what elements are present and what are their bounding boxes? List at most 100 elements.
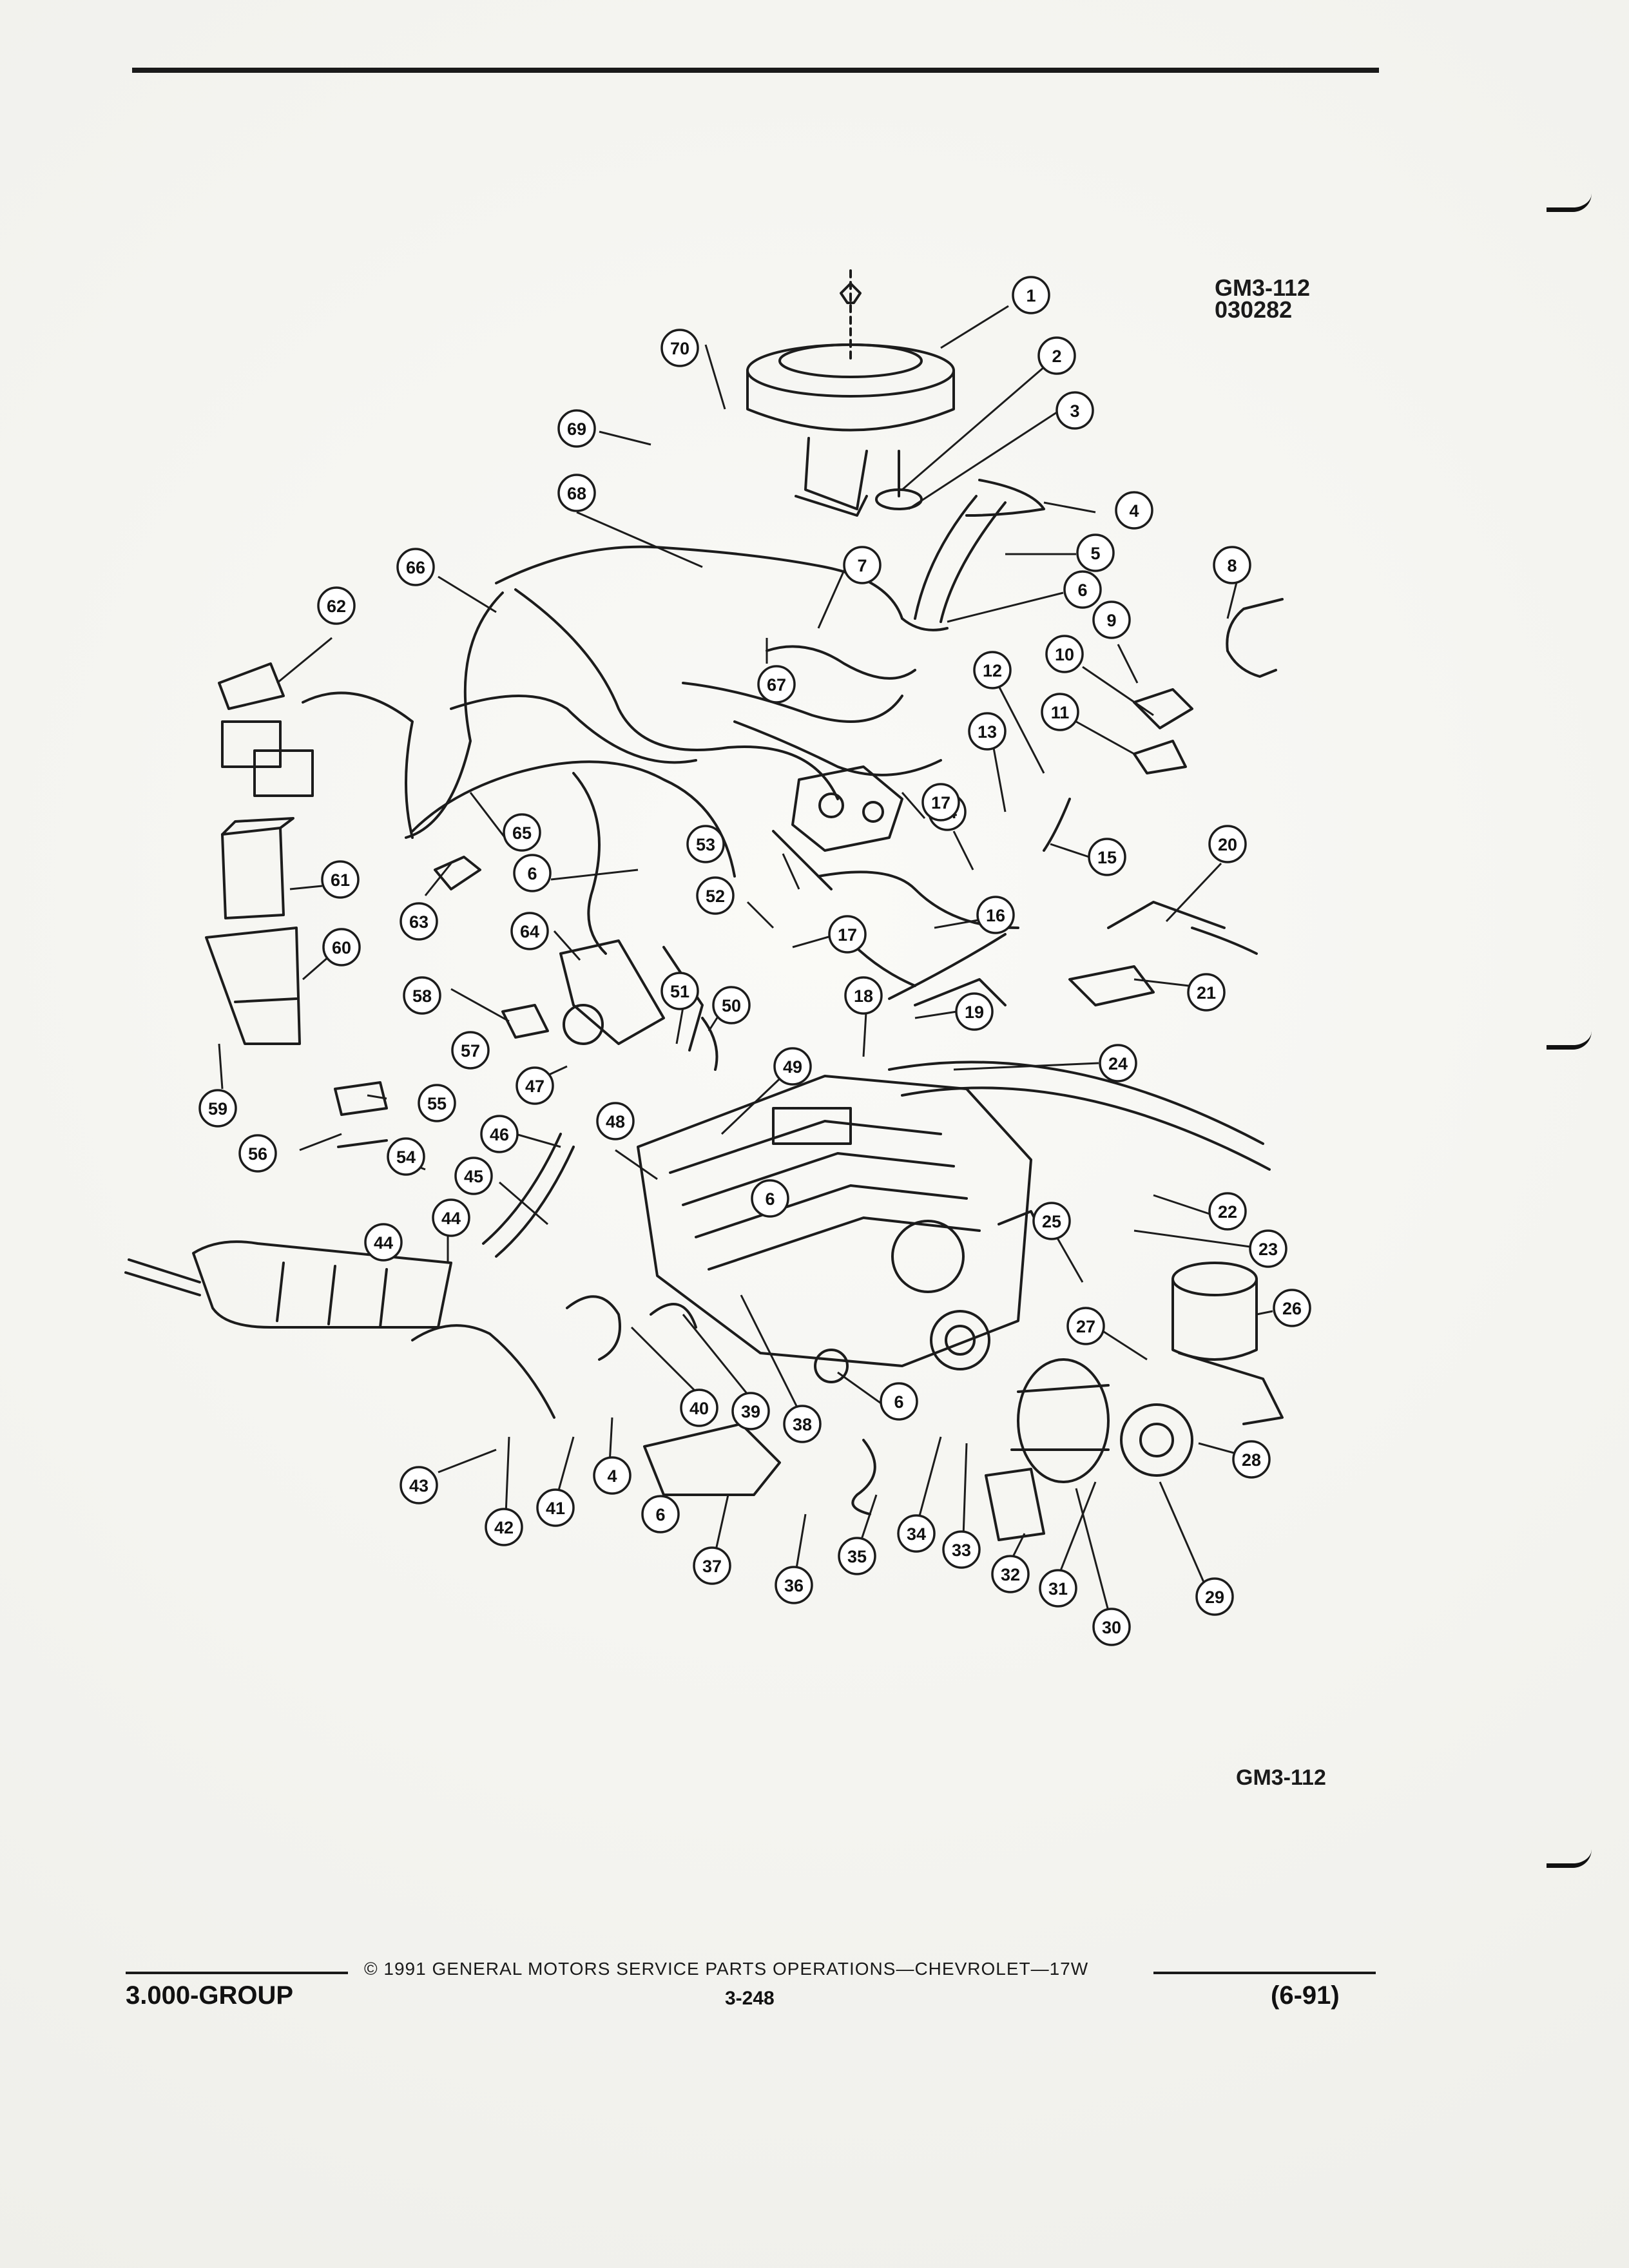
svg-text:45: 45 — [464, 1167, 483, 1186]
svg-text:50: 50 — [722, 996, 741, 1015]
svg-text:48: 48 — [606, 1112, 625, 1131]
svg-text:25: 25 — [1042, 1212, 1061, 1231]
svg-text:17: 17 — [931, 793, 950, 812]
svg-text:52: 52 — [706, 887, 725, 906]
callout-3: 3 — [1055, 391, 1094, 430]
footer-copyright: © 1991 GENERAL MOTORS SERVICE PARTS OPER… — [364, 1959, 1089, 1979]
callout-12: 12 — [973, 651, 1012, 689]
svg-text:4: 4 — [607, 1466, 617, 1486]
footer-group: 3.000-GROUP — [126, 1981, 294, 2010]
svg-text:22: 22 — [1218, 1202, 1237, 1222]
callout-62: 62 — [317, 586, 356, 625]
svg-text:57: 57 — [461, 1041, 480, 1061]
svg-text:64: 64 — [520, 922, 539, 941]
callout-26: 26 — [1273, 1289, 1311, 1327]
callout-19: 19 — [955, 992, 994, 1031]
callout-52: 52 — [696, 876, 735, 915]
svg-text:6: 6 — [1077, 581, 1087, 600]
callout-8: 8 — [1213, 546, 1251, 584]
svg-text:11: 11 — [1051, 703, 1070, 722]
callout-65: 65 — [503, 813, 541, 852]
svg-text:3: 3 — [1070, 401, 1079, 421]
svg-text:16: 16 — [986, 906, 1005, 925]
callout-43: 43 — [400, 1466, 438, 1504]
svg-text:34: 34 — [907, 1524, 926, 1544]
svg-text:42: 42 — [494, 1518, 514, 1537]
svg-text:63: 63 — [409, 912, 429, 932]
svg-text:68: 68 — [567, 484, 586, 503]
callout-6: 6 — [1063, 570, 1102, 609]
callout-47: 47 — [516, 1066, 554, 1105]
callout-4-extra: 4 — [593, 1456, 631, 1495]
svg-text:55: 55 — [427, 1094, 447, 1113]
callout-69: 69 — [557, 409, 596, 448]
callout-27: 27 — [1066, 1307, 1105, 1345]
callout-10: 10 — [1045, 635, 1084, 673]
callouts: 1 2 3 4 5 6 7 8 9 10 11 12 13 14 15 16 1… — [198, 276, 1311, 1646]
callout-68: 68 — [557, 474, 596, 512]
svg-text:44: 44 — [441, 1209, 461, 1228]
footer-rule-right — [1153, 1972, 1376, 1974]
callout-28: 28 — [1232, 1440, 1271, 1479]
callout-18: 18 — [844, 976, 883, 1015]
callout-40: 40 — [680, 1389, 718, 1427]
svg-text:36: 36 — [784, 1576, 804, 1595]
svg-text:35: 35 — [847, 1547, 867, 1566]
callout-25: 25 — [1032, 1202, 1071, 1240]
egr-drawing — [566, 1295, 876, 1515]
callout-20: 20 — [1208, 825, 1247, 863]
svg-text:5: 5 — [1090, 544, 1100, 563]
svg-text:58: 58 — [412, 986, 432, 1006]
hose-drawing — [901, 479, 1045, 631]
svg-text:56: 56 — [248, 1144, 267, 1164]
callout-44-extra: 44 — [432, 1198, 470, 1237]
svg-text:29: 29 — [1205, 1588, 1224, 1607]
generator-drawing — [985, 1358, 1193, 1541]
callout-35: 35 — [838, 1537, 876, 1575]
svg-text:17: 17 — [838, 925, 857, 945]
svg-text:60: 60 — [332, 938, 351, 957]
svg-text:24: 24 — [1108, 1054, 1128, 1073]
callout-13: 13 — [968, 712, 1007, 751]
figure-code-bottom: GM3-112 — [1236, 1765, 1326, 1790]
callout-55: 55 — [418, 1084, 456, 1122]
exhaust-drawing — [124, 1133, 575, 1419]
callout-24: 24 — [1099, 1044, 1137, 1082]
svg-text:65: 65 — [512, 823, 532, 843]
figure-code: GM3-112 — [1215, 274, 1311, 301]
svg-text:46: 46 — [490, 1125, 509, 1144]
callout-49: 49 — [773, 1047, 812, 1086]
callout-15: 15 — [1088, 838, 1126, 876]
canister-drawing — [1171, 1262, 1284, 1425]
svg-text:40: 40 — [689, 1399, 709, 1418]
callout-58: 58 — [403, 976, 441, 1015]
svg-text:43: 43 — [409, 1476, 429, 1495]
svg-text:37: 37 — [702, 1557, 722, 1576]
svg-text:70: 70 — [670, 339, 689, 358]
svg-text:67: 67 — [767, 675, 786, 695]
svg-text:20: 20 — [1218, 835, 1237, 854]
crossmember-drawing — [888, 1061, 1271, 1171]
svg-text:18: 18 — [854, 986, 873, 1006]
air-cleaner-drawing — [746, 269, 955, 517]
callout-38: 38 — [783, 1405, 822, 1443]
callout-22: 22 — [1208, 1192, 1247, 1231]
svg-text:26: 26 — [1282, 1299, 1302, 1318]
ecm-drawing — [205, 662, 481, 1045]
callout-11: 11 — [1041, 693, 1079, 731]
callout-16: 16 — [976, 896, 1015, 934]
svg-text:62: 62 — [327, 597, 346, 616]
callout-51: 51 — [660, 972, 699, 1010]
callout-66: 66 — [396, 548, 435, 586]
callout-30: 30 — [1092, 1608, 1131, 1646]
callout-42: 42 — [485, 1508, 523, 1546]
svg-text:38: 38 — [793, 1415, 812, 1434]
figure-number: 030282 — [1215, 296, 1293, 323]
svg-text:59: 59 — [208, 1099, 227, 1119]
callout-41: 41 — [536, 1488, 575, 1527]
svg-text:6: 6 — [527, 864, 537, 883]
svg-text:9: 9 — [1106, 611, 1116, 630]
binder-hole-mark — [1547, 193, 1592, 212]
svg-text:51: 51 — [670, 982, 689, 1001]
